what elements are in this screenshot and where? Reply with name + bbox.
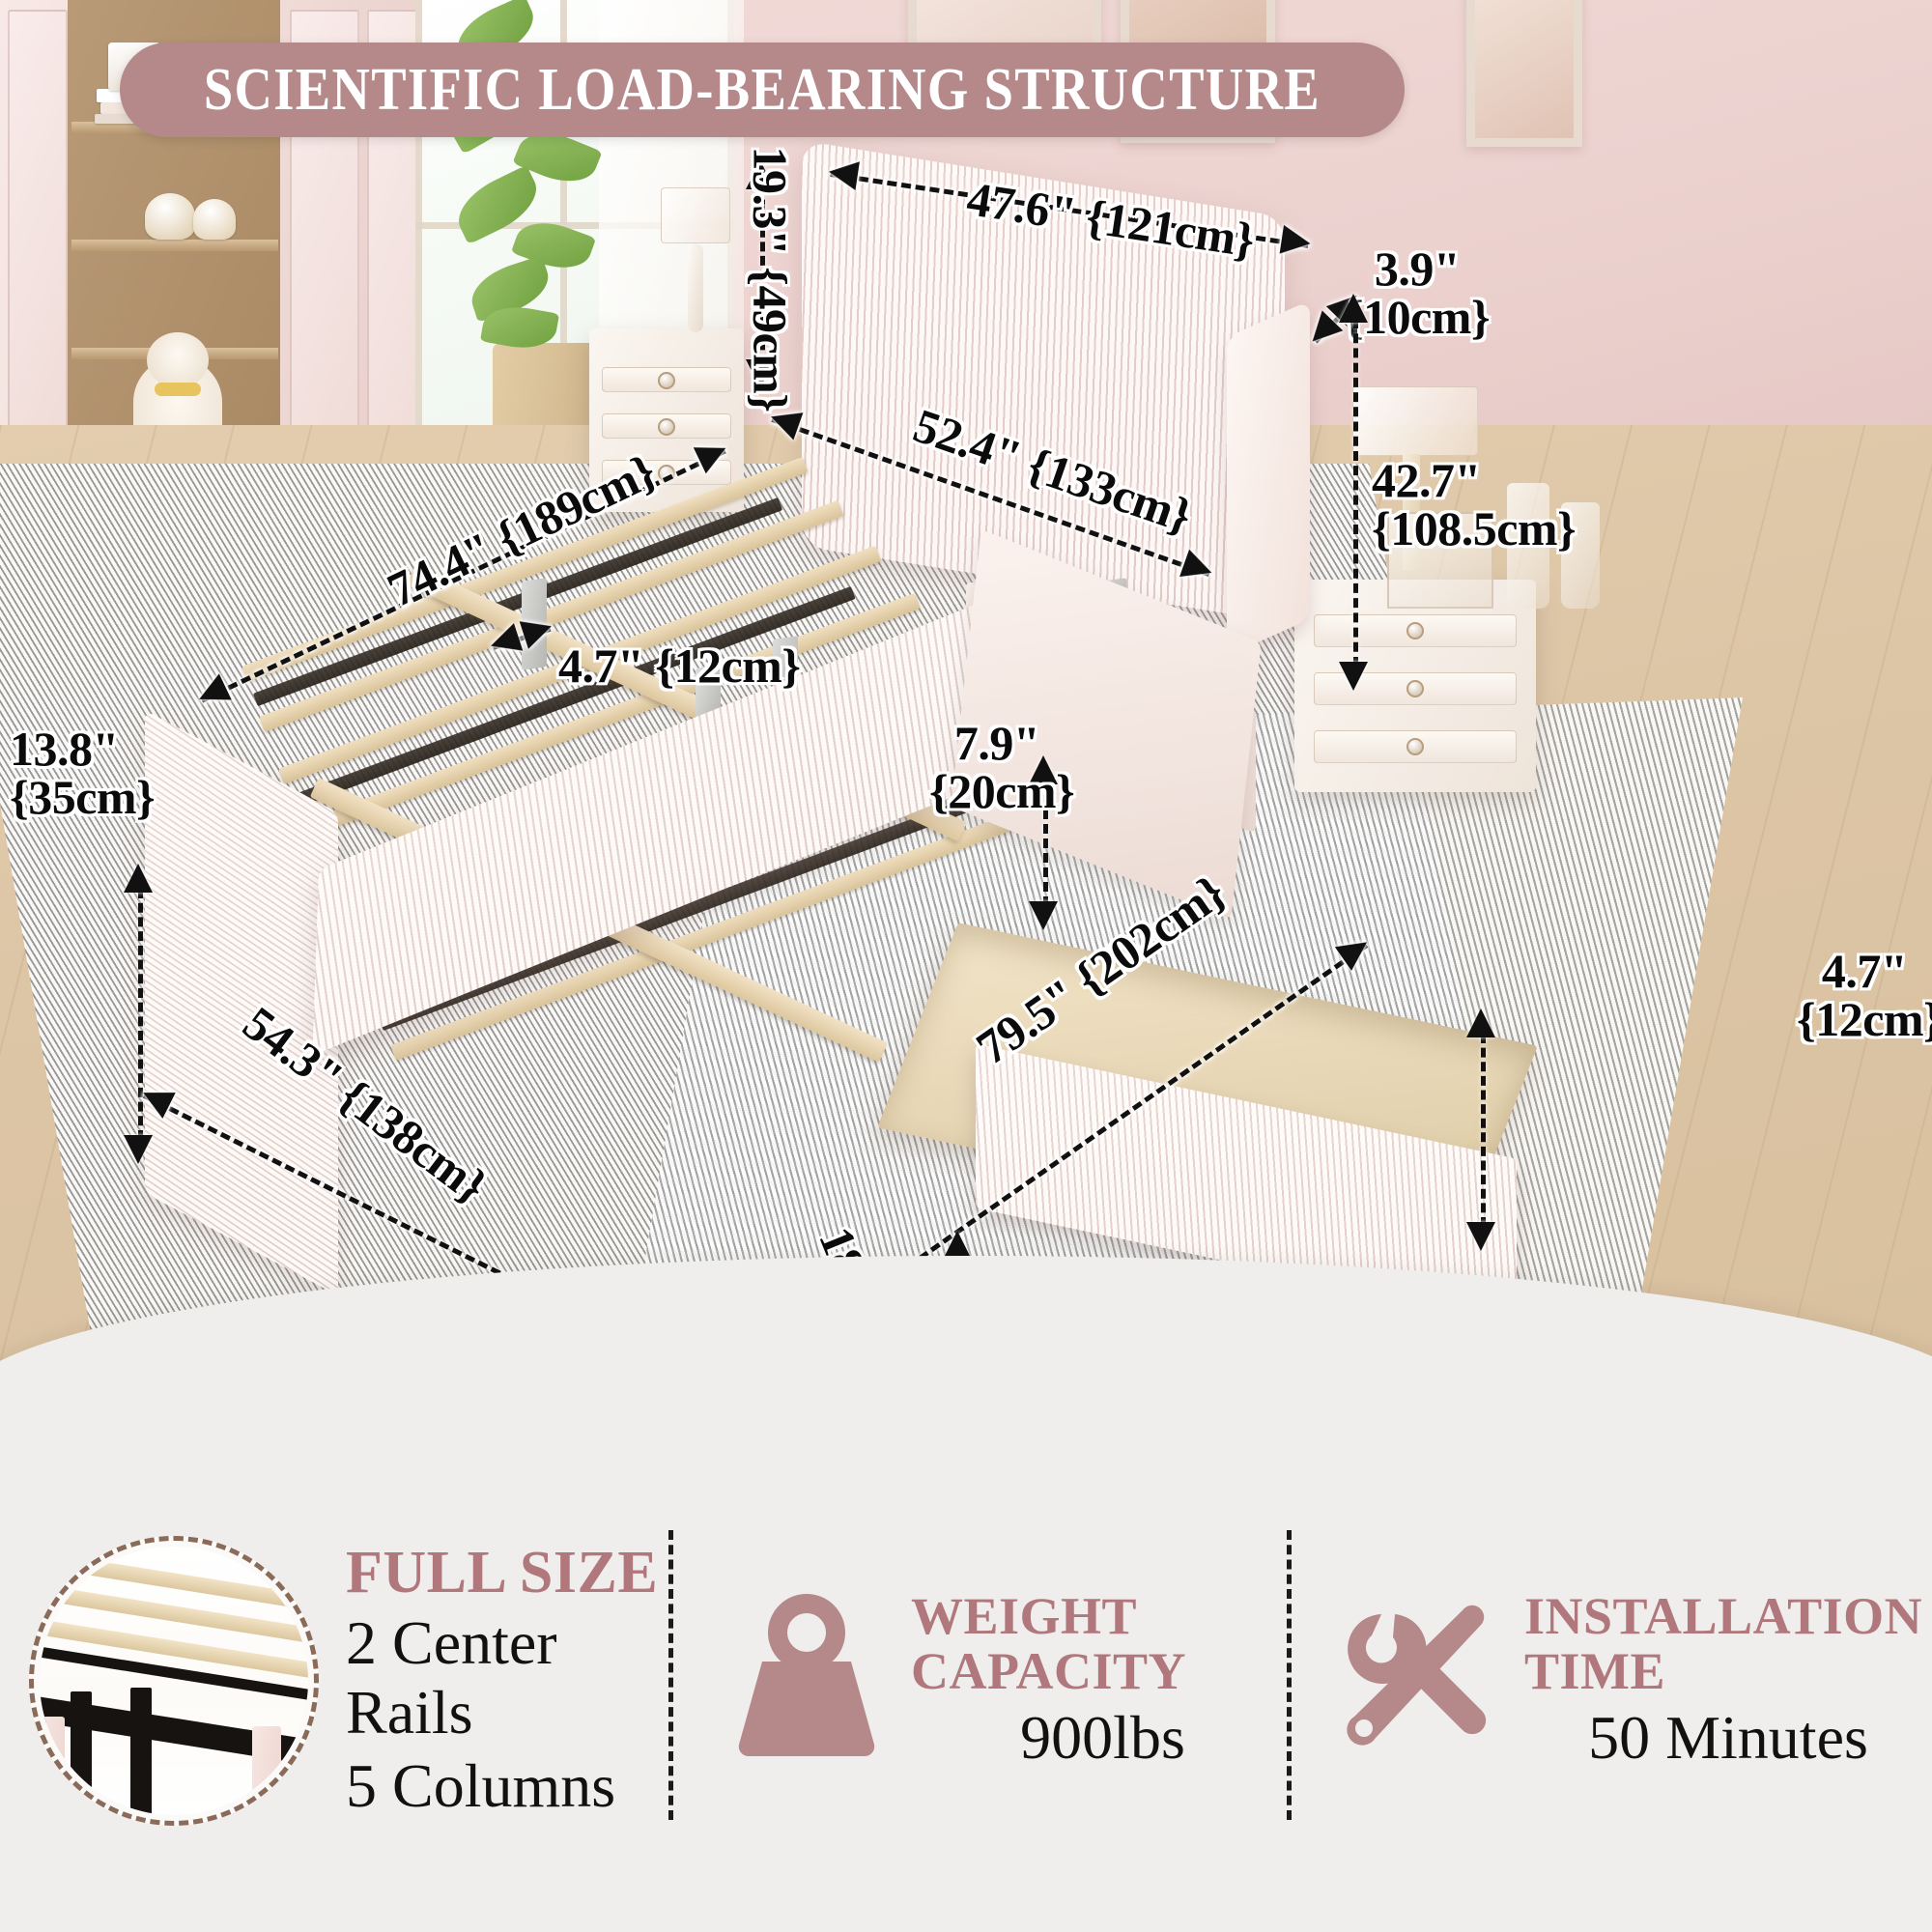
feature-weight-capacity-title: WEIGHT CAPACITY [911, 1586, 1186, 1701]
table-lamp-shade [661, 187, 730, 243]
bed-side-rail-left [145, 710, 338, 1296]
feature-divider-1 [668, 1530, 673, 1820]
feature-installation-time-title: INSTALLATION TIME [1524, 1586, 1923, 1701]
feature-weight-capacity-value: 900lbs [1020, 1703, 1185, 1773]
decor-urn [145, 193, 195, 240]
feature-summary-panel: FULL SIZE 2 Center Rails 5 Columns WEIGH… [0, 1256, 1932, 1932]
dim-label-deck-height: 7.9" {20cm} [929, 716, 1075, 818]
decor-frame [1387, 512, 1493, 609]
nightstand-left [589, 328, 744, 512]
photo-pink-leg [40, 1717, 65, 1815]
nightstand-drawer [601, 413, 732, 439]
decor-vase [1507, 483, 1549, 609]
feature-full-size-line2: 5 Columns [346, 1750, 616, 1820]
drawer-knob [657, 372, 675, 389]
feature-full-size-title: FULL SIZE [346, 1539, 659, 1605]
drawer-knob [1406, 680, 1424, 697]
dim-label-wing-thickness: 3.9" {10cm} [1344, 242, 1491, 344]
photo-pink-leg [252, 1726, 281, 1815]
dim-label-headboard-total: 42.7" {108.5cm} [1372, 453, 1577, 555]
drawer-knob [1406, 738, 1424, 755]
feature-full-size-text: FULL SIZE 2 Center Rails 5 Columns [346, 1539, 676, 1821]
header-banner-title: SCIENTIFIC LOAD-BEARING STRUCTURE [203, 56, 1321, 123]
table-lamp-base [688, 243, 703, 332]
tools-icon [1333, 1597, 1497, 1766]
drawer-knob [657, 418, 675, 436]
feature-installation-time-value: 50 Minutes [1588, 1703, 1868, 1773]
feature-divider-2 [1287, 1530, 1292, 1820]
headboard-wing [1227, 299, 1310, 657]
feature-installation-time-text: INSTALLATION TIME 50 Minutes [1524, 1586, 1932, 1773]
feature-full-size-line1: 2 Center Rails [346, 1608, 557, 1747]
drawer-knob [657, 465, 675, 482]
nightstand-drawer [1314, 730, 1517, 763]
center-rails-photo-inner [40, 1547, 308, 1815]
header-banner: SCIENTIFIC LOAD-BEARING STRUCTURE [120, 43, 1405, 137]
weight-icon [729, 1592, 884, 1771]
dim-label-headboard-height: 19.3" {49cm} [743, 146, 798, 412]
dim-label-drawer-height: 4.7" {12cm} [1797, 944, 1932, 1046]
nightstand-drawer [601, 367, 732, 392]
dim-label-frame-height: 13.8" {35cm} [10, 722, 156, 824]
photo-black-post [130, 1688, 152, 1815]
center-rails-photo-icon [29, 1536, 319, 1826]
nightstand-drawer [1314, 614, 1517, 647]
feature-full-size: FULL SIZE 2 Center Rails 5 Columns [0, 1497, 676, 1864]
decor-vase [1561, 502, 1600, 609]
arrow-right [1279, 224, 1313, 259]
decor-urn [193, 199, 236, 240]
dim-label-slat-gap: 4.7" {12cm} [558, 639, 801, 693]
feature-weight-capacity: WEIGHT CAPACITY 900lbs [676, 1497, 1294, 1864]
feature-weight-capacity-text: WEIGHT CAPACITY 900lbs [911, 1586, 1294, 1773]
window-mullion [415, 222, 734, 229]
shelf-plank [71, 240, 278, 251]
drawer-knob [1406, 622, 1424, 639]
table-lamp-shade-right [1352, 386, 1478, 456]
feature-list: FULL SIZE 2 Center Rails 5 Columns WEIGH… [0, 1497, 1932, 1864]
photo-black-post [71, 1691, 92, 1815]
nightstand-drawer [601, 460, 732, 485]
feature-installation-time: INSTALLATION TIME 50 Minutes [1294, 1497, 1932, 1864]
arrow-left [826, 156, 860, 190]
wall-art-frame [1466, 0, 1582, 147]
